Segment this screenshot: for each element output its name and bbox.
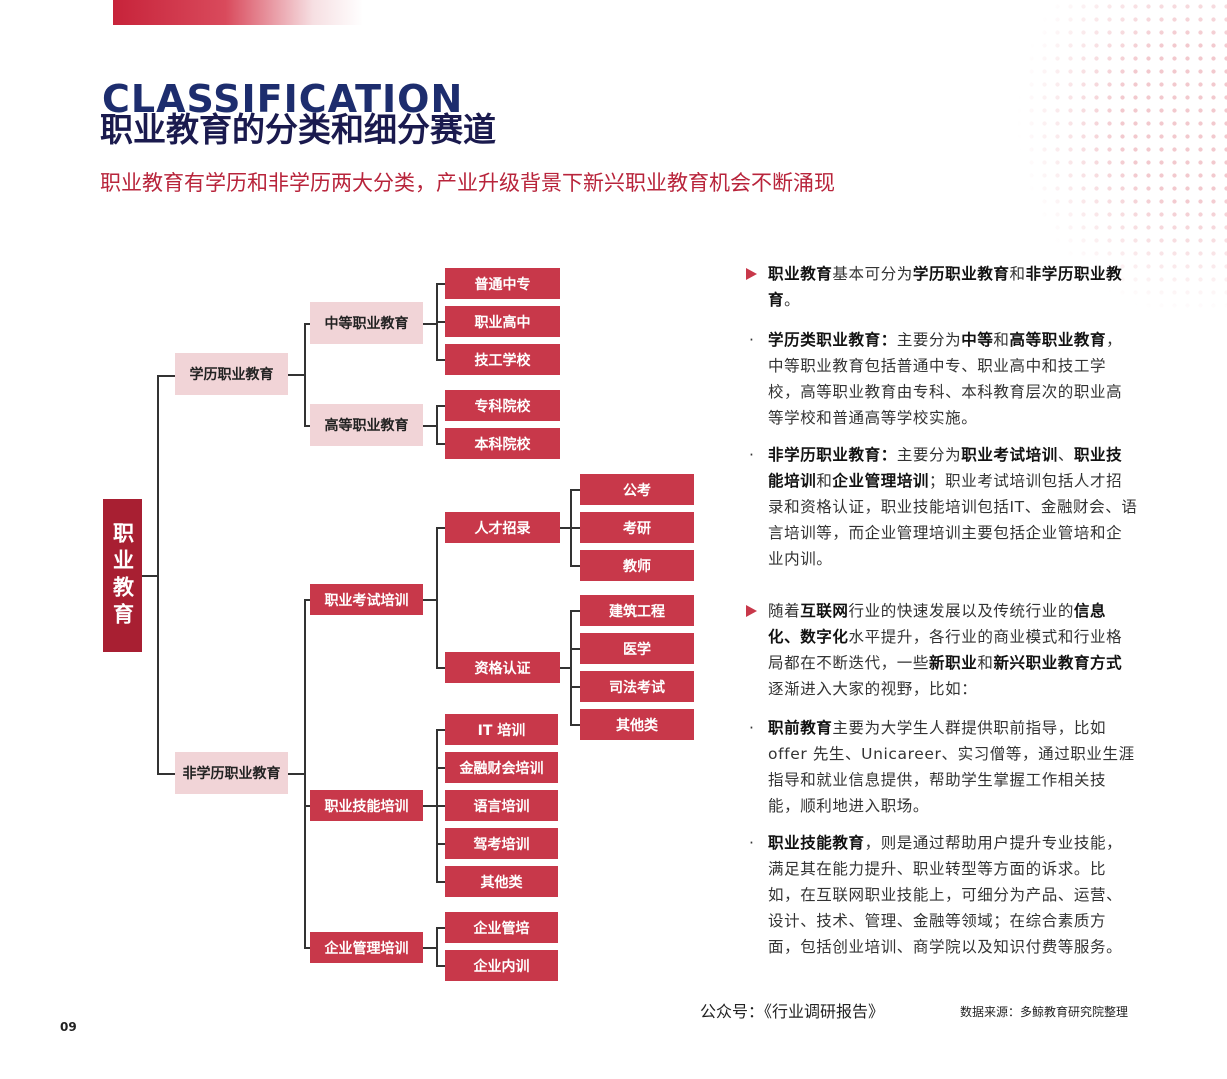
tree-leaf-putongzhongzhuan: 普通中专 [445, 268, 560, 299]
tree-leaf-qita-jineng: 其他类 [445, 866, 558, 897]
top-accent-bar [113, 0, 363, 25]
tree-leaf-jinrong: 金融财会培训 [445, 752, 558, 783]
tree-leaf-jiakao: 驾考培训 [445, 828, 558, 859]
tree-leaf-qiyeneixun: 企业内训 [445, 950, 558, 981]
tree-leaf-zhuankeyuanxiao: 专科院校 [445, 390, 560, 421]
tree-leaf-it: IT 培训 [445, 714, 558, 745]
classification-tree: 职业教育 学历职业教育 非学历职业教育 中等职业教育 高等职业教育 普通中专 职… [103, 268, 694, 981]
tree-leaf-kaoyan: 考研 [580, 512, 694, 543]
text-para-6: ·职业技能教育，则是通过帮助用户提升专业技能，满足其在能力提升、职业转型等方面的… [746, 830, 1138, 960]
tree-leaf-yuyan: 语言培训 [445, 790, 558, 821]
text-para-3: ·非学历职业教育：主要分为职业考试培训、职业技能培训和企业管理培训；职业考试培训… [746, 442, 1138, 572]
tree-node-xueli: 学历职业教育 [175, 353, 288, 395]
triangle-marker-icon [746, 605, 757, 617]
bullet-dot-icon: · [749, 331, 755, 349]
text-para-4: 随着互联网行业的快速发展以及传统行业的信息化、数字化水平提升，各行业的商业模式和… [746, 598, 1138, 702]
tree-leaf-zhiyegaozhong: 职业高中 [445, 306, 560, 337]
triangle-marker-icon [746, 268, 757, 280]
page-number: 09 [60, 1020, 77, 1034]
tree-leaf-qiyeguanpei: 企业管培 [445, 912, 558, 943]
text-para-2: ·学历类职业教育：主要分为中等和高等职业教育，中等职业教育包括普通中专、职业高中… [746, 327, 1138, 431]
tree-node-feixueli: 非学历职业教育 [175, 752, 288, 794]
tree-leaf-jianzhu: 建筑工程 [580, 595, 694, 626]
bullet-dot-icon: · [749, 834, 755, 852]
tree-node-zhongdeng: 中等职业教育 [310, 302, 423, 344]
tree-node-rencai: 人才招录 [445, 512, 560, 543]
page-title: 职业教育的分类和细分赛道 [100, 110, 496, 149]
dotted-globe-decoration [960, 0, 1227, 360]
tree-leaf-benkeyuanxiao: 本科院校 [445, 428, 560, 459]
tree-leaf-yixue: 医学 [580, 633, 694, 664]
footer-source: 数据来源：多鲸教育研究院整理 [960, 1005, 1129, 1019]
tree-node-jineng: 职业技能培训 [310, 790, 423, 821]
tree-leaf-qita-zige: 其他类 [580, 709, 694, 740]
tree-node-qiye: 企业管理培训 [310, 932, 423, 963]
footer-wechat: 公众号：《行业调研报告》 [700, 1002, 885, 1021]
tree-leaf-gongkao: 公考 [580, 474, 694, 505]
tree-root: 职业教育 [103, 499, 142, 652]
page-subtitle: 职业教育有学历和非学历两大分类，产业升级背景下新兴职业教育机会不断涌现 [100, 171, 835, 195]
tree-leaf-jigongxuexiao: 技工学校 [445, 344, 560, 375]
english-title: CLASSIFICATION [102, 77, 464, 121]
tree-leaf-sifa: 司法考试 [580, 671, 694, 702]
tree-leaf-jiaoshi: 教师 [580, 550, 694, 581]
tree-node-kaoshi: 职业考试培训 [310, 584, 423, 615]
text-para-5: ·职前教育主要为大学生人群提供职前指导，比如 offer 先生、Unicaree… [746, 715, 1138, 819]
bullet-dot-icon: · [749, 446, 755, 464]
tree-node-gaodeng: 高等职业教育 [310, 404, 423, 446]
bullet-dot-icon: · [749, 719, 755, 737]
text-para-1: 职业教育基本可分为学历职业教育和非学历职业教育。 [746, 261, 1138, 313]
tree-node-zige: 资格认证 [445, 652, 560, 683]
